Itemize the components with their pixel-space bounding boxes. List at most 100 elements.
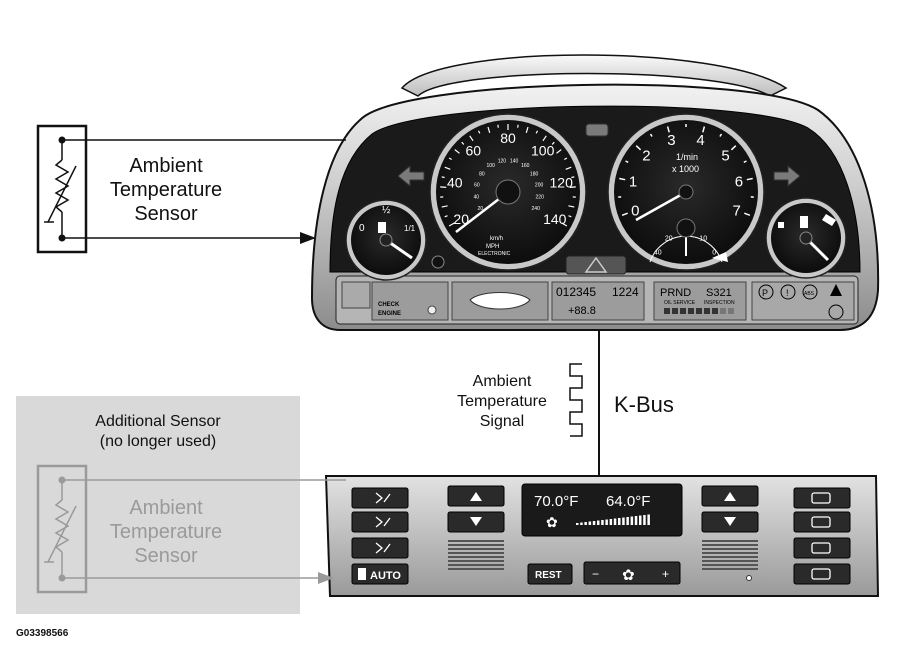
fuel-needle-hub	[379, 233, 393, 247]
speedo-inner-tick-5: 120	[498, 159, 507, 165]
service-label-oil: OIL SERVICE	[664, 300, 696, 306]
air-mode-button-1[interactable]	[351, 511, 409, 533]
windshield-defrost-icon	[811, 492, 831, 504]
speedo-inner-tick-8: 180	[530, 171, 539, 177]
additional-thermistor-slash	[47, 505, 77, 563]
grille-slat	[448, 564, 504, 566]
tacho-tick-mark	[625, 160, 629, 163]
tacho-unit-x1000: x 1000	[672, 164, 699, 174]
brake-warning-mark: !	[786, 288, 789, 298]
fan-speed-bar	[609, 519, 613, 525]
right-grille	[702, 540, 758, 570]
thermistor-slash	[47, 165, 77, 223]
speedo-inner-tick-10: 220	[536, 195, 545, 201]
fan-rocker-button[interactable]	[583, 561, 681, 585]
speedo-unit-electronic: ELECTRONIC	[478, 251, 511, 257]
economy-tick-4: 0	[712, 250, 716, 257]
fuel-tick-0: 0	[359, 223, 365, 234]
additional-sensor-title-1: Additional Sensor	[95, 413, 221, 430]
speedo-inner-tick-0: 20	[478, 206, 484, 212]
rest-button[interactable]	[527, 563, 573, 585]
air-mode-button-2[interactable]	[351, 537, 409, 559]
speedo-tick-mark	[441, 176, 445, 179]
brake-warning-icon	[780, 284, 796, 300]
hazard-panel	[565, 255, 627, 275]
ambient-sensor-symbol	[36, 124, 88, 254]
airbag-icon	[830, 284, 842, 296]
grille-slat	[448, 560, 504, 562]
tacho-tick-5: 5	[721, 147, 729, 164]
right-down-arrow-icon	[724, 517, 736, 526]
check-engine-label-1: CHECK	[378, 302, 400, 308]
service-bar	[672, 308, 678, 314]
speedo-tick-mark	[448, 157, 452, 161]
gear-display: PRND	[660, 287, 691, 299]
tacho-tick-2: 2	[642, 147, 650, 164]
economy-tick-1: 20	[665, 235, 673, 242]
abs-icon	[802, 284, 818, 300]
service-bar	[720, 308, 726, 314]
speedo-tick-5: 120	[550, 175, 574, 191]
tacho-tick-mark	[702, 126, 706, 133]
recirculation-icon	[811, 542, 831, 554]
temp-cold-mark	[778, 222, 784, 228]
service-bar	[728, 308, 734, 314]
recirculation-button[interactable]	[793, 537, 851, 559]
speedo-tick-1: 40	[447, 175, 463, 191]
power-icon	[828, 304, 844, 320]
fuel-pump-icon	[378, 222, 386, 233]
speedo-tick-mark	[556, 149, 562, 154]
air-mode-button-0[interactable]	[351, 487, 409, 509]
fuel-tick-half: ½	[382, 205, 391, 216]
speedo-tick-6: 140	[543, 211, 567, 227]
tacho-tick-mark	[666, 126, 670, 133]
fan-speed-bar	[643, 515, 646, 525]
fan-speed-bar	[584, 522, 587, 525]
speedo-tick-2: 60	[466, 143, 482, 159]
climate-display	[521, 483, 683, 537]
auto-button-label: AUTO	[370, 570, 401, 582]
additional-sensor-label-2: Temperature	[110, 521, 222, 543]
left-temp-readout: 70.0°F	[534, 493, 578, 510]
tachometer-hub	[678, 184, 694, 200]
fan-speed-bar	[630, 516, 634, 525]
ac-button[interactable]	[793, 511, 851, 533]
service-bar	[696, 308, 702, 314]
tacho-tick-1: 1	[629, 173, 637, 190]
rear-defrost-icon	[811, 568, 831, 580]
grille-slat	[702, 552, 758, 554]
additional-sensor-title-2: (no longer used)	[100, 433, 217, 450]
speedo-unit-mph: MPH	[486, 244, 499, 250]
tacho-tick-mark	[719, 133, 723, 137]
speedo-inner-tick-4: 100	[487, 163, 496, 169]
service-bar	[704, 308, 710, 314]
grille-slat	[448, 544, 504, 546]
speedo-tick-mark	[444, 215, 448, 218]
fan-speed-bar	[639, 515, 642, 525]
rear-defrost-button[interactable]	[793, 563, 851, 585]
temp-needle-hub	[799, 231, 813, 245]
speedo-tick-mark	[448, 222, 455, 227]
speedo-tick-mark	[441, 205, 448, 208]
grille-slat	[702, 560, 758, 562]
additional-wire-arrowhead	[318, 572, 334, 584]
windshield-defrost-button[interactable]	[793, 487, 851, 509]
hazard-icon	[584, 256, 608, 273]
speedo-tick-mark	[444, 166, 451, 170]
fan-minus-label: −	[592, 567, 599, 581]
fan-speed-bars	[576, 514, 650, 525]
service-bar	[680, 308, 686, 314]
right-up-arrow-icon	[724, 492, 736, 501]
gear-code: S321	[706, 287, 732, 299]
economy-marker	[712, 252, 728, 262]
speedo-tick-mark	[565, 166, 572, 170]
speedo-inner-tick-2: 60	[474, 183, 480, 189]
speedo-tick-mark	[469, 135, 474, 142]
tacho-tick-7: 7	[733, 203, 741, 220]
abs-label: ABS	[804, 291, 815, 297]
sensor-label-line-1: Ambient	[129, 155, 203, 177]
fan-speed-bar	[618, 518, 621, 525]
signal-pulse-icon	[569, 363, 583, 437]
